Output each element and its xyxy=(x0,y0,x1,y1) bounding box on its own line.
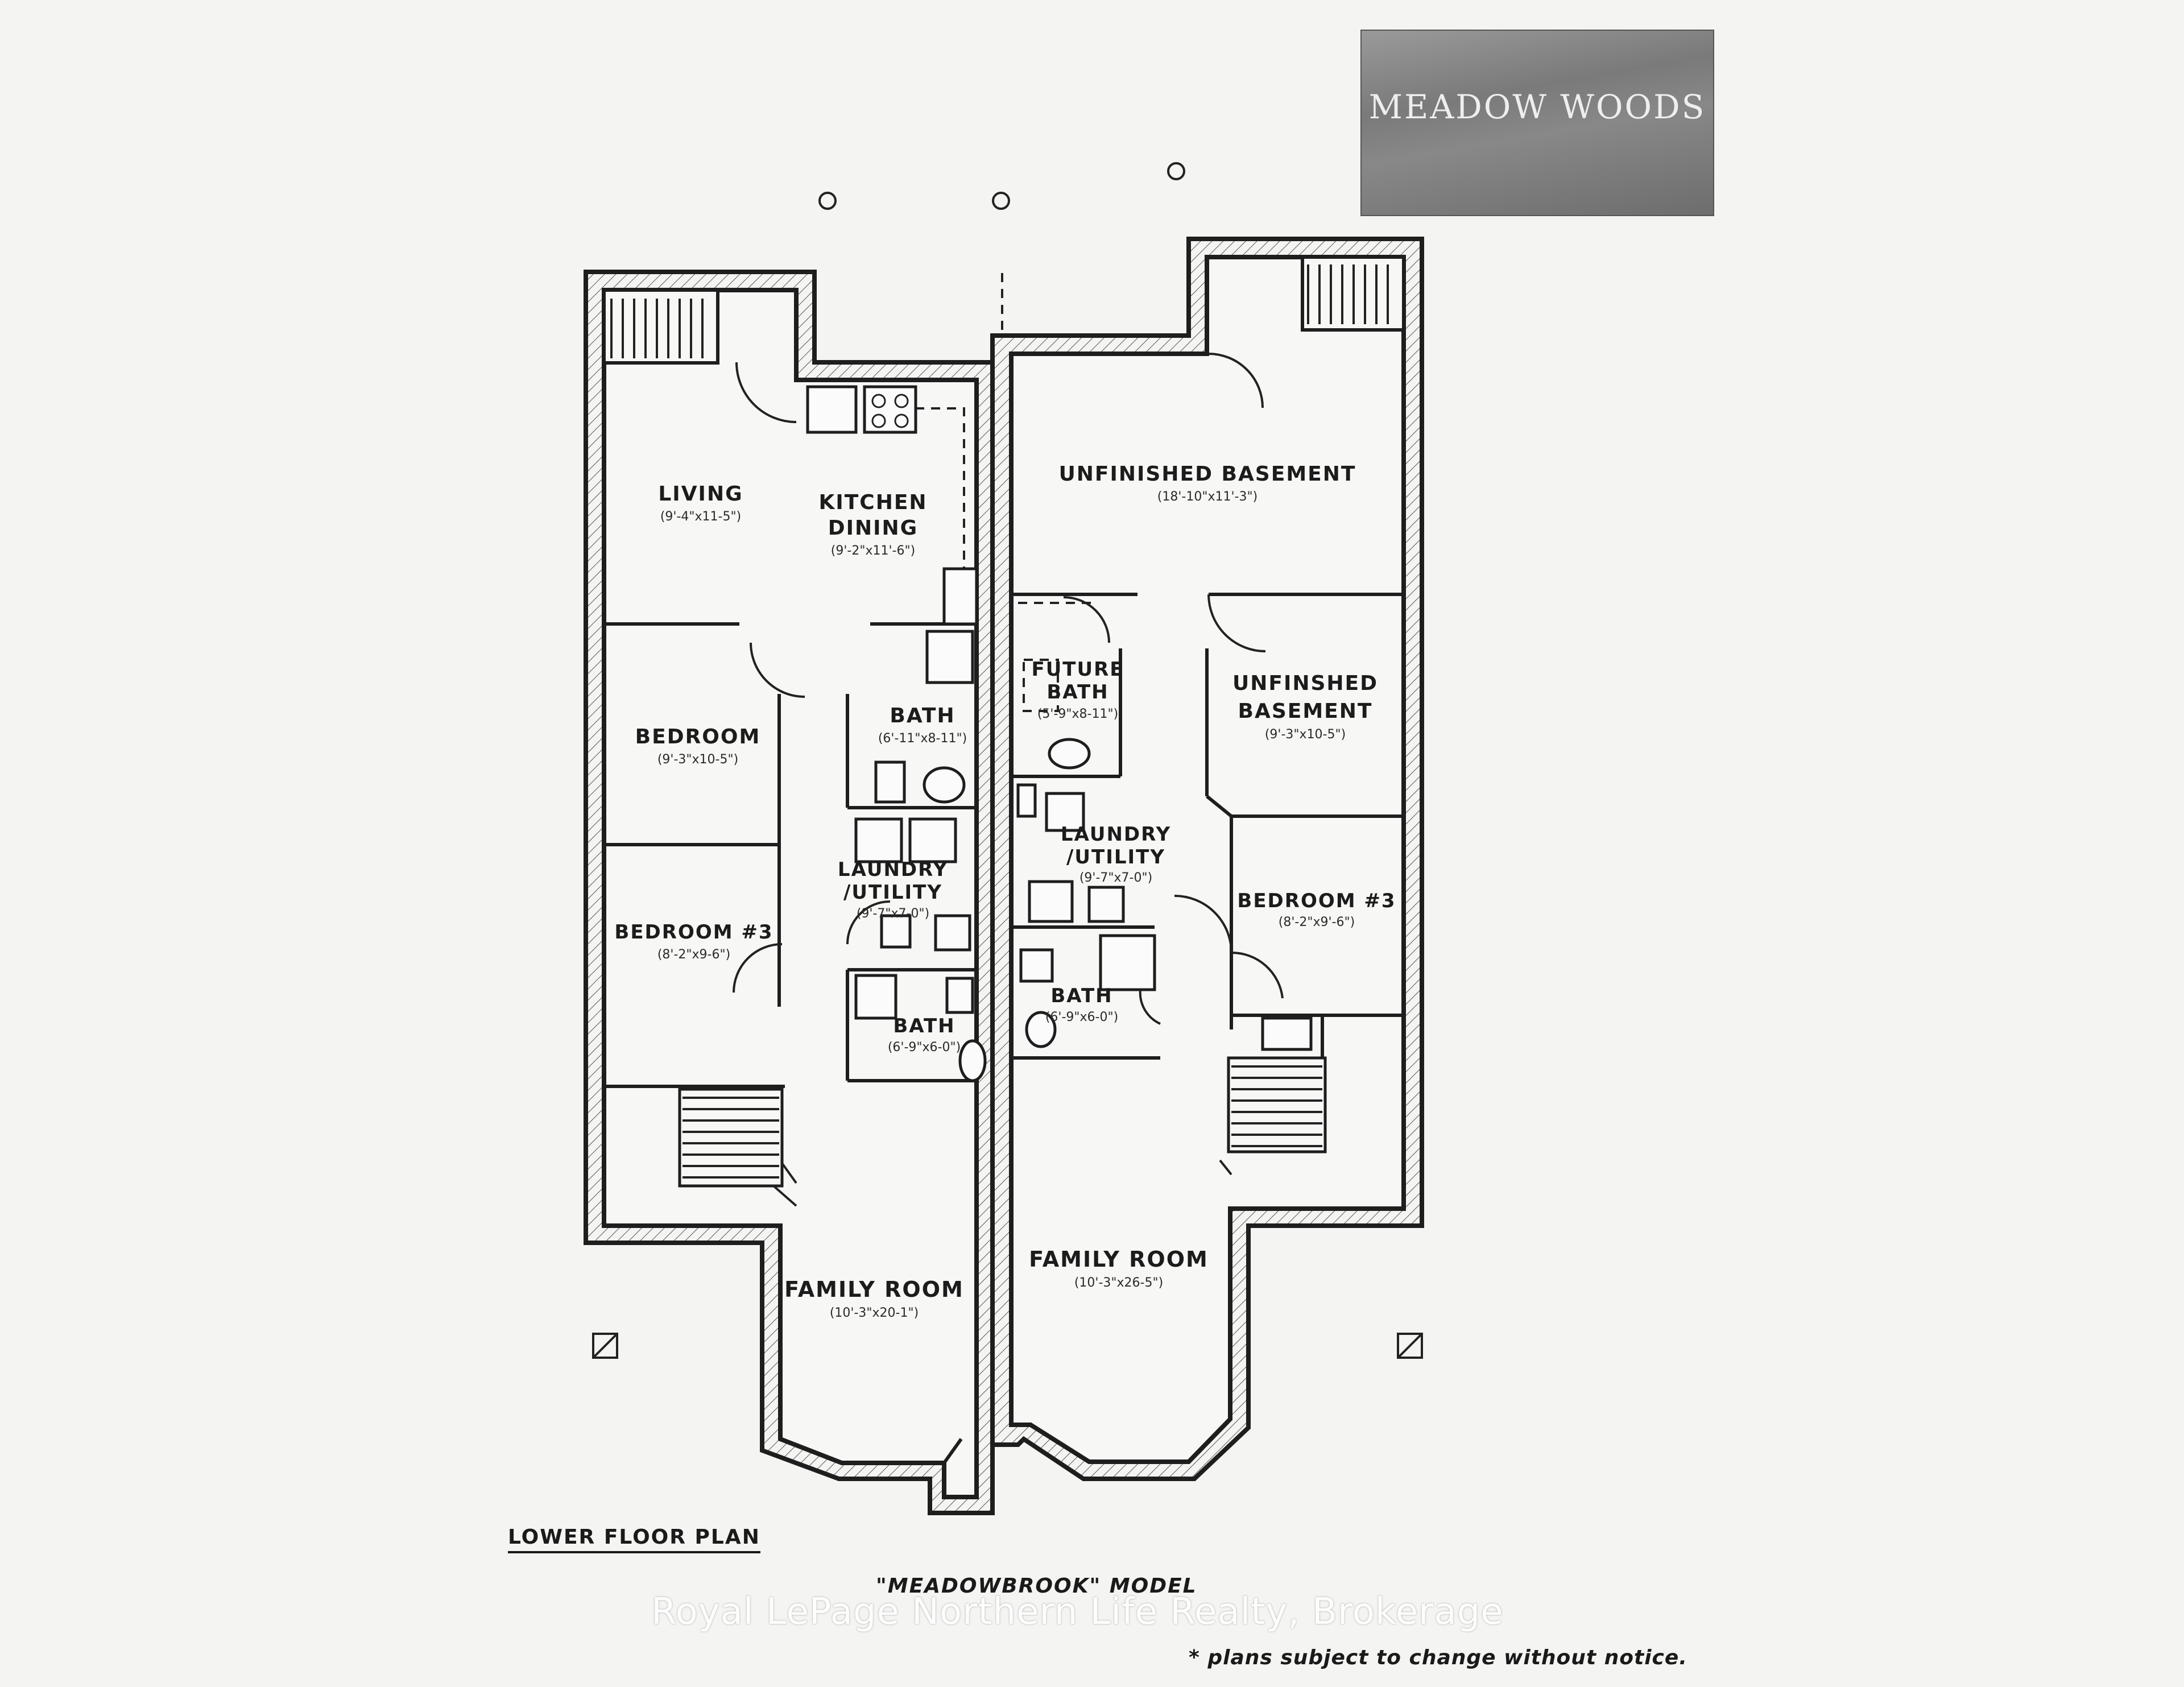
corner-markers xyxy=(592,1333,1423,1359)
right-unit-labels: UNFINISHED BASEMENT (18'-10"x11'-3") FUT… xyxy=(1029,462,1396,1290)
laundry-left-dims: (9'-7"x7-0") xyxy=(857,907,929,921)
right-unit-walls xyxy=(990,237,1424,1481)
left-unit-walls xyxy=(584,270,995,1515)
brokerage-watermark: Royal LePage Northern Life Realty, Broke… xyxy=(651,1591,1504,1633)
column-markers xyxy=(818,162,1185,210)
bedroom3-right-dims: (8'-2"x9'-6") xyxy=(1279,915,1355,929)
utility-left-label: /UTILITY xyxy=(843,881,942,904)
family-left-dims: (10'-3"x20-1") xyxy=(830,1306,919,1320)
unfinished-top-label: UNFINISHED BASEMENT xyxy=(1059,462,1356,486)
bath-right-dims: (6'-9"x6-0") xyxy=(1045,1010,1118,1024)
bath-left-lower-label: BATH xyxy=(893,1015,955,1037)
laundry-left-label: LAUNDRY xyxy=(838,858,948,881)
model-title: "MEADOWBROOK" MODEL xyxy=(876,1574,1197,1598)
family-right-dims: (10'-3"x26-5") xyxy=(1074,1276,1163,1290)
logo-text: MEADOW WOODS xyxy=(1368,88,1706,126)
meadow-woods-logo: MEADOW WOODS xyxy=(1360,30,1714,216)
living-dims: (9'-4"x11-5") xyxy=(660,510,741,524)
bedroom3-left-dims: (8'-2"x9-6") xyxy=(657,948,730,962)
laundry-right-label: LAUNDRY xyxy=(1061,823,1171,846)
bedroom3-left-label: BEDROOM #3 xyxy=(614,921,773,944)
future-bath-dims: (5'-9"x8-11") xyxy=(1037,707,1118,721)
bedroom-left-label: BEDROOM xyxy=(635,725,761,749)
laundry-right-dims: (9'-7"x7-0") xyxy=(1079,871,1152,885)
bath-left-upper-dims: (6'-11"x8-11") xyxy=(878,731,967,746)
bath-left-upper-label: BATH xyxy=(890,704,955,727)
unfinished-right-label: UNFINSHED xyxy=(1232,672,1378,695)
future-bath-label: BATH xyxy=(1046,681,1108,704)
disclaimer-note: * plans subject to change without notice… xyxy=(1189,1646,1687,1669)
future-label: FUTURE xyxy=(1031,658,1124,681)
basement-right-label: BASEMENT xyxy=(1238,700,1373,723)
utility-right-label: /UTILITY xyxy=(1066,846,1165,869)
living-label: LIVING xyxy=(658,482,743,506)
unfinished-top-dims: (18'-10"x11'-3") xyxy=(1157,490,1258,504)
family-left-label: FAMILY ROOM xyxy=(784,1277,964,1302)
left-unit-labels: LIVING (9'-4"x11-5") KITCHEN DINING (9'-… xyxy=(614,482,967,1320)
family-right-label: FAMILY ROOM xyxy=(1029,1247,1209,1272)
bedroom-left-dims: (9'-3"x10-5") xyxy=(657,752,738,767)
dining-label: DINING xyxy=(828,516,918,540)
unfinished-right-dims: (9'-3"x10-5") xyxy=(1265,727,1346,742)
bedroom3-right-label: BEDROOM #3 xyxy=(1237,890,1396,912)
bath-right-label: BATH xyxy=(1050,985,1112,1007)
kitchen-label: KITCHEN xyxy=(818,491,927,514)
kitchen-dims: (9'-2"x11'-6") xyxy=(831,544,915,558)
plan-title: LOWER FLOOR PLAN xyxy=(508,1525,760,1553)
bath-left-lower-dims: (6'-9"x6-0") xyxy=(888,1040,961,1055)
